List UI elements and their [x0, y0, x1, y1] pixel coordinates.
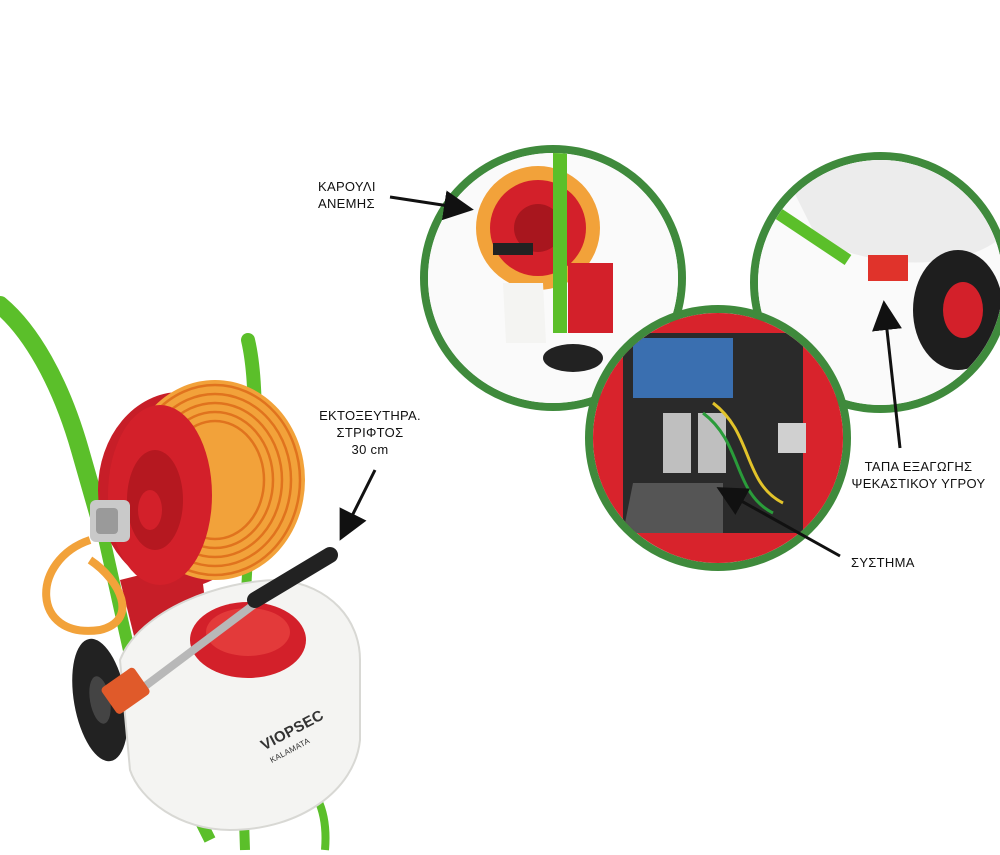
label-reel-line2: ΑΝΕΜΗΣ: [318, 196, 375, 211]
label-lance-line1: ΕΚΤΟΞΕΥΤΗΡΑ.: [319, 408, 421, 423]
label-reel-line1: ΚΑΡΟΥΛΙ: [318, 179, 376, 194]
label-system: ΣΥΣΤΗΜΑ: [851, 554, 915, 571]
label-lance-line2: ΣΤΡΙΦΤΟΣ: [336, 425, 404, 440]
arrow-lance: [339, 469, 377, 541]
label-system-text: ΣΥΣΤΗΜΑ: [851, 555, 915, 570]
label-lance: ΕΚΤΟΞΕΥΤΗΡΑ. ΣΤΡΙΦΤΟΣ 30 cm: [315, 407, 425, 458]
arrow-drain: [872, 300, 902, 449]
arrow-system: [716, 487, 841, 558]
label-drain: ΤΑΠΑ ΕΞΑΓΩΓΗΣ ΨΕΚΑΣΤΙΚΟΥ ΥΓΡΟΥ: [836, 458, 1000, 492]
arrow-reel: [389, 190, 474, 221]
label-drain-line1: ΤΑΠΑ ΕΞΑΓΩΓΗΣ: [864, 459, 973, 474]
label-lance-line3: 30 cm: [351, 442, 389, 457]
detail-circle-system: [585, 305, 851, 571]
label-reel: ΚΑΡΟΥΛΙ ΑΝΕΜΗΣ: [318, 178, 376, 212]
label-drain-line2: ΨΕΚΑΣΤΙΚΟΥ ΥΓΡΟΥ: [851, 476, 986, 491]
